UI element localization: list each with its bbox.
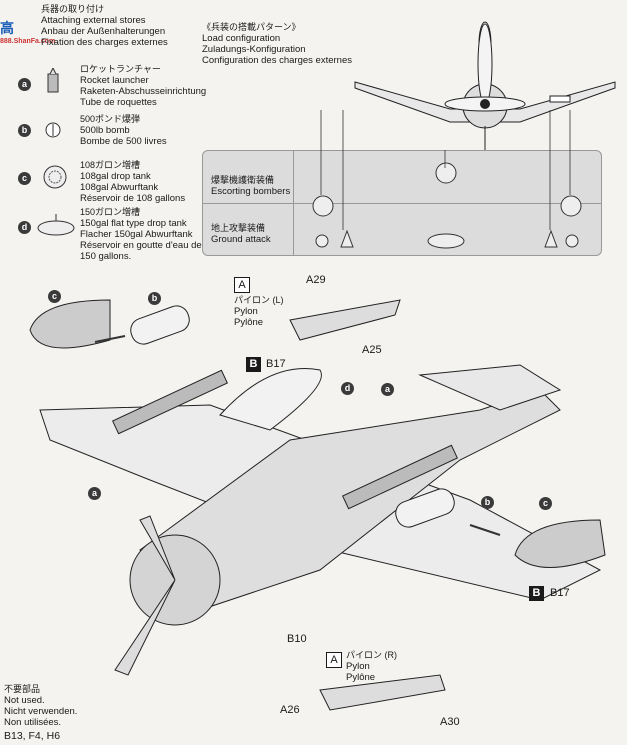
pylon-l-en: Pylon xyxy=(234,306,258,317)
legend-badge-b: b xyxy=(18,124,31,137)
load-config-title: 《兵装の搭載パターン》 Load configuration Zuladungs… xyxy=(202,22,352,66)
load-config-panel: 爆撃機護衛装備 Escorting bombers 地上攻撃装備 Ground … xyxy=(202,150,602,256)
row-escort-label: 爆撃機護衛装備 Escorting bombers xyxy=(211,175,301,197)
callout-d: d xyxy=(341,382,354,395)
section-title-de: Anbau der Außenhalterungen xyxy=(41,26,166,37)
pylon-r-fr: Pylône xyxy=(346,672,376,683)
part-box-b-top: B xyxy=(246,357,261,372)
section-title-fr: Fixation des charges externes xyxy=(41,37,168,48)
section-title-jp: 兵器の取り付け xyxy=(41,4,105,14)
legend-badge-c: c xyxy=(18,172,31,185)
row-ground-jp: 地上攻撃装備 xyxy=(211,223,266,233)
legend-a-de: Raketen-Abschusseinrichtung xyxy=(80,86,207,97)
legend-item-a: ロケットランチャー Rocket launcher Raketen-Abschu… xyxy=(80,64,206,108)
legend-d-fr2: 150 gallons. xyxy=(80,251,132,262)
unused-jp: 不要部品 xyxy=(4,684,41,694)
legend-badge-a: a xyxy=(18,78,31,91)
load-config-en: Load configuration xyxy=(202,33,281,44)
legend-item-d: 150ガロン増槽 150gal flat type drop tank Flac… xyxy=(80,207,202,262)
callout-b-left: b xyxy=(148,292,161,305)
drop-tank-icon xyxy=(43,165,67,189)
pylon-l-fr: Pylône xyxy=(234,317,264,328)
legend-c-fr: Réservoir de 108 gallons xyxy=(80,193,186,204)
panel-row-divider xyxy=(203,203,601,204)
callout-b-right: b xyxy=(481,496,494,509)
rocket-launcher-icon xyxy=(47,68,59,93)
part-a26: A26 xyxy=(280,704,300,716)
unused-fr: Non utilisées. xyxy=(4,717,62,728)
pylon-r-jp: パイロン (R) xyxy=(346,650,397,660)
part-box-b-right: B xyxy=(529,586,544,601)
row-escort-en: Escorting bombers xyxy=(211,186,291,197)
part-a29: A29 xyxy=(306,274,326,286)
load-config-jp: 《兵装の搭載パターン》 xyxy=(202,22,301,32)
legend-a-jp: ロケットランチャー xyxy=(80,64,161,74)
legend-d-fr: Réservoir en goutte d'eau de xyxy=(80,240,202,251)
legend-a-en: Rocket launcher xyxy=(80,75,149,86)
row-ground-en: Ground attack xyxy=(211,234,271,245)
legend-d-de: Flacher 150gal Abwurftank xyxy=(80,229,193,240)
legend-a-fr: Tube de roquettes xyxy=(80,97,157,108)
legend-b-jp: 500ポンド爆弾 xyxy=(80,114,141,124)
legend-c-en: 108gal drop tank xyxy=(80,171,151,182)
part-box-a-top: A xyxy=(234,277,250,293)
legend-item-b: 500ポンド爆弾 500lb bomb Bombe de 500 livres xyxy=(80,114,167,147)
part-b10: B10 xyxy=(287,633,307,645)
load-config-de: Zuladungs-Konfiguration xyxy=(202,44,306,55)
aircraft-front-view xyxy=(354,21,616,150)
legend-d-en: 150gal flat type drop tank xyxy=(80,218,187,229)
load-config-fr: Configuration des charges externes xyxy=(202,55,352,66)
row-ground-label: 地上攻撃装備 Ground attack xyxy=(211,223,301,245)
unused-parts-list: B13, F4, H6 xyxy=(4,730,61,742)
load-config-stores xyxy=(312,162,582,249)
bomb-icon xyxy=(45,122,61,138)
part-b17-right: B17 xyxy=(550,587,570,599)
unused-de: Nicht verwenden. xyxy=(4,706,78,717)
legend-item-c: 108ガロン増槽 108gal drop tank 108gal Abwurft… xyxy=(80,160,185,204)
callout-c-left: c xyxy=(48,290,61,303)
part-a30: A30 xyxy=(440,716,460,728)
part-box-a-bottom: A xyxy=(326,652,342,668)
legend-d-jp: 150ガロン増槽 xyxy=(80,207,141,217)
flat-drop-tank-icon xyxy=(37,214,75,236)
section-title: 兵器の取り付け Attaching external stores Anbau … xyxy=(41,4,168,48)
legend-b-de: Bombe de 500 livres xyxy=(80,136,167,147)
legend-c-jp: 108ガロン増槽 xyxy=(80,160,141,170)
legend-c-de: 108gal Abwurftank xyxy=(80,182,159,193)
part-b17-top: B17 xyxy=(266,358,286,370)
pylon-r-label: パイロン (R) Pylon Pylône xyxy=(346,650,397,683)
section-title-en: Attaching external stores xyxy=(41,15,146,26)
pylon-l-label: パイロン (L) Pylon Pylône xyxy=(234,295,284,328)
legend-badge-d: d xyxy=(18,221,31,234)
callout-c-right: c xyxy=(539,497,552,510)
part-a25: A25 xyxy=(362,344,382,356)
legend-b-en: 500lb bomb xyxy=(80,125,130,136)
unused-parts-note: 不要部品 Not used. Nicht verwenden. Non util… xyxy=(4,684,77,742)
pylon-l-jp: パイロン (L) xyxy=(234,295,284,305)
callout-a-left: a xyxy=(88,487,101,500)
callout-a-right: a xyxy=(381,383,394,396)
aircraft-exploded-view xyxy=(29,299,606,711)
unused-en: Not used. xyxy=(4,695,45,706)
row-escort-jp: 爆撃機護衛装備 xyxy=(211,175,275,185)
pylon-r-en: Pylon xyxy=(346,661,370,672)
